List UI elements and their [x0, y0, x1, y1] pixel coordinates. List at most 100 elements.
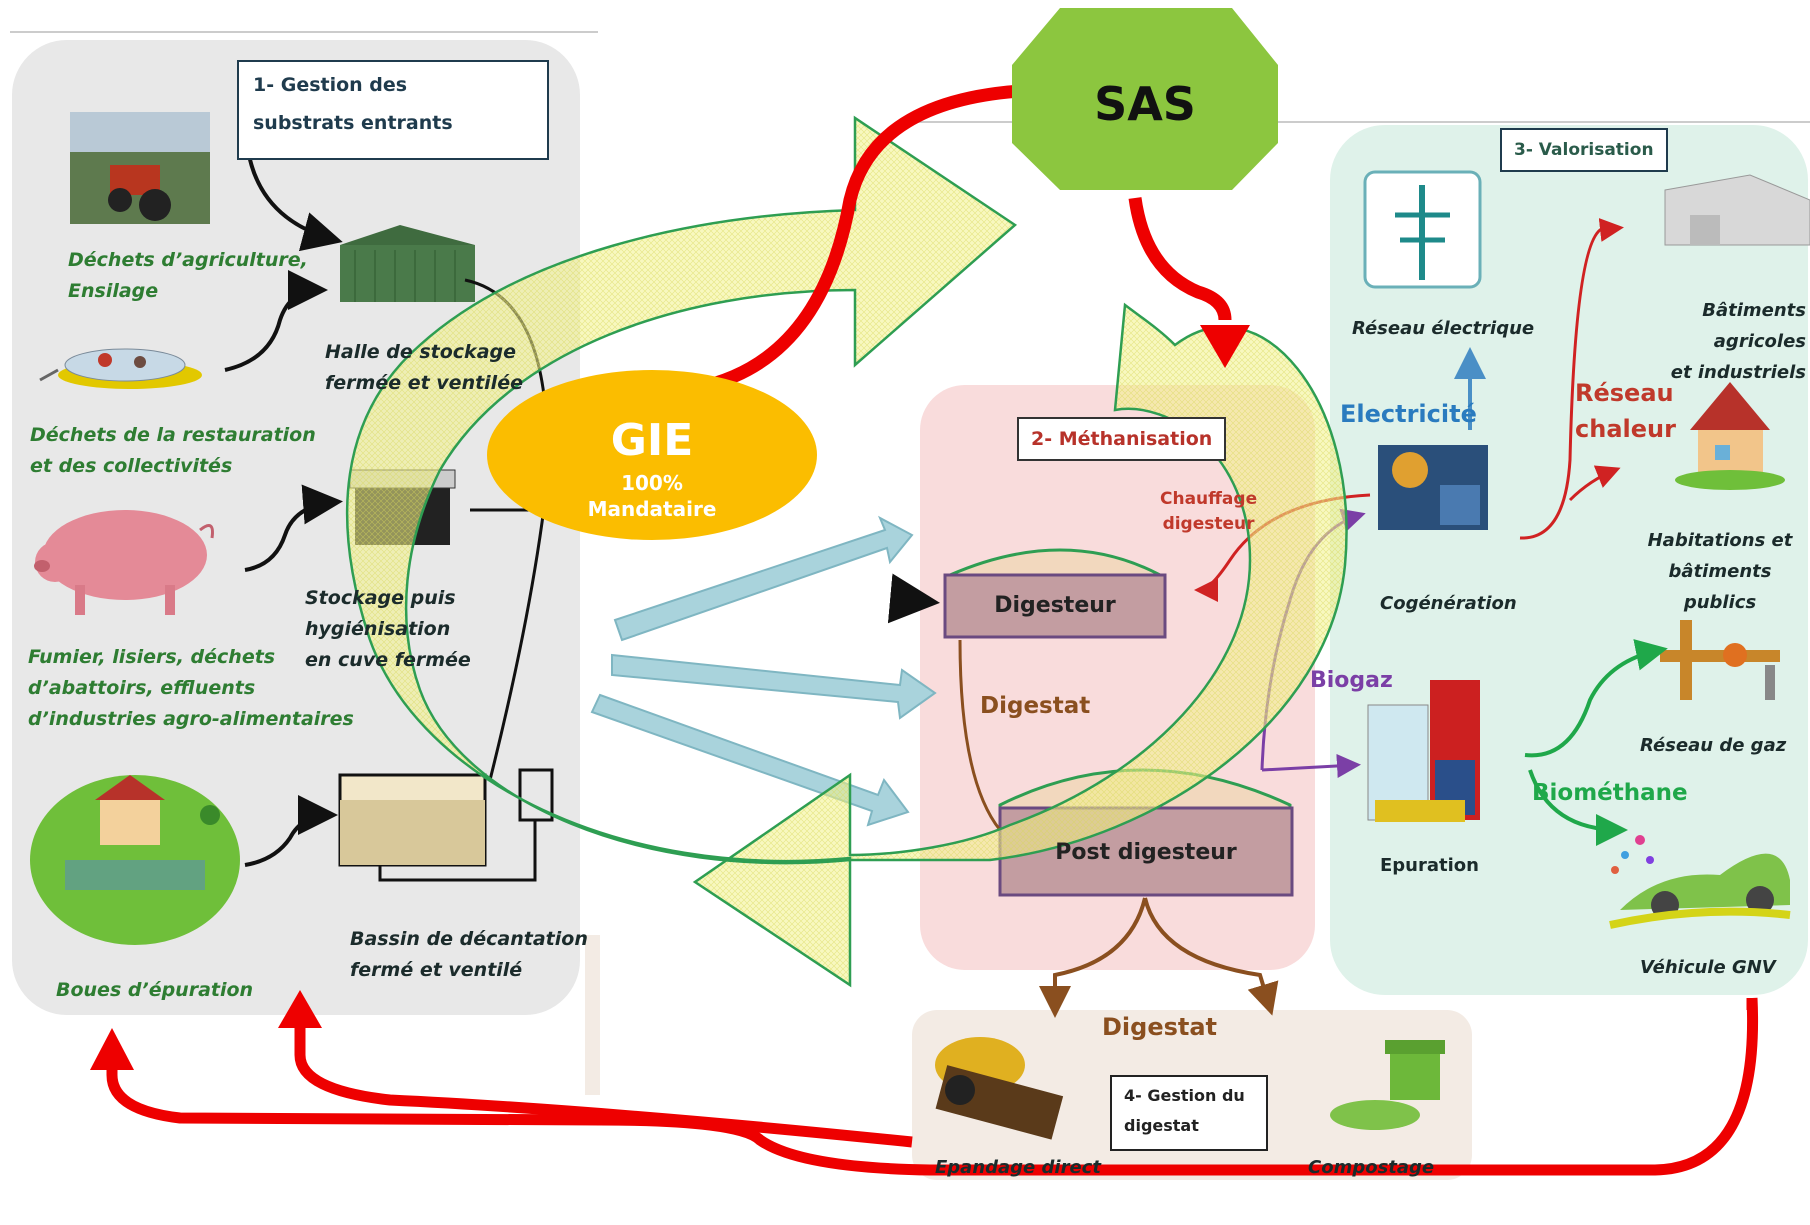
storage-label-line: Halle de stockage [325, 341, 517, 363]
pig-icon [34, 510, 214, 615]
reseau-chaleur-line: Réseau [1575, 379, 1674, 407]
biogaz-label: Biogaz [1310, 668, 1393, 693]
cogeneration-label: Cogénération [1380, 593, 1517, 614]
epandage-label: Epandage direct [935, 1157, 1101, 1178]
digestat-arrow-right [1143, 897, 1279, 1016]
input-arrow-cyan [611, 653, 937, 720]
input-arrow [887, 573, 940, 624]
reseau-electrique-label: Réseau électrique [1352, 318, 1535, 339]
input-label-boues: Boues d’épuration [56, 975, 253, 1006]
purification-unit-icon [1367, 680, 1480, 822]
heat-arrow-mid [1568, 465, 1621, 502]
epuration-label: Epuration [1380, 855, 1479, 876]
reseau-chaleur-line: chaleur [1575, 415, 1676, 443]
storage-label-line: Bassin de décantation [350, 928, 588, 950]
input-label-line: Ensilage [68, 280, 159, 302]
chauffage-label: Chauffage digesteur [1160, 487, 1257, 537]
section4-title-line1: 4- Gestion du [1124, 1086, 1245, 1105]
gie-to-sas-arrow [684, 83, 1041, 397]
sas-to-digester-arrow [1128, 197, 1232, 321]
post-digesteur-label: Post digesteur [1055, 840, 1237, 865]
section3-title: 3- Valorisation [1500, 128, 1668, 172]
input-label-line: Fumier, lisiers, déchets [28, 646, 276, 668]
section4-title-line2: digestat [1124, 1116, 1199, 1135]
storage-label-line: fermée et ventilée [325, 372, 523, 394]
input-label-line: Boues d’épuration [56, 979, 254, 1001]
storage-label-halle: Halle de stockage fermée et ventilée [325, 337, 523, 399]
car-icon [1609, 835, 1791, 929]
storage-label-line: fermé et ventilé [350, 959, 523, 981]
section1-title: 1- Gestion des substrats entrants [237, 60, 549, 160]
storage-label-bassin: Bassin de décantation fermé et ventilé [350, 924, 588, 986]
return-arrowhead-left [90, 1028, 134, 1070]
digestat-label: Digestat [980, 693, 1091, 719]
gie-line2: Mandataire [588, 497, 717, 521]
compostage-label: Compostage [1308, 1157, 1435, 1178]
input-label-line: Déchets d’agriculture, [68, 249, 308, 271]
habitations-line: Habitations et [1647, 530, 1793, 551]
gie-line1: 100% [621, 471, 683, 495]
section4-title: 4- Gestion du digestat [1110, 1075, 1268, 1151]
chauffage-line: Chauffage [1160, 489, 1258, 509]
compost-icon [1330, 1040, 1445, 1130]
decantation-basin-icon [338, 768, 554, 882]
electricite-label: Electricité [1340, 400, 1477, 428]
batiments-line: et industriels [1670, 362, 1806, 383]
input-label-line: Déchets de la restauration [30, 424, 316, 446]
flow-arrow [244, 795, 338, 867]
sas-label: SAS [1094, 77, 1196, 131]
return-arrow-bottom [106, 997, 1759, 1176]
sas-octagon [1012, 8, 1278, 190]
storage-label-line: Stockage puis [305, 587, 456, 609]
reseau-gaz-label: Réseau de gaz [1640, 735, 1787, 756]
input-label-agriculture: Déchets d’agriculture, Ensilage [68, 245, 308, 307]
input-label-restauration: Déchets de la restauration et des collec… [30, 420, 316, 482]
gie-title: GIE [611, 415, 694, 466]
digestat-arrow-left [1039, 897, 1147, 1018]
spreader-icon [935, 1037, 1064, 1140]
digesteur-box [943, 573, 1167, 639]
gie-ellipse [487, 370, 817, 540]
input-label-line: et des collectivités [30, 455, 233, 477]
input-label-line: d’abattoirs, effluents [28, 677, 256, 699]
panel-strip [585, 935, 600, 1095]
cogeneration-engine-icon [1378, 445, 1488, 530]
section2-title: 2- Méthanisation [1017, 417, 1227, 461]
warehouse-icon [1664, 174, 1810, 246]
habitations-label: Habitations et bâtiments publics [1630, 525, 1810, 618]
batiments-label: Bâtiments agricoles et industriels [1606, 295, 1806, 388]
storage-label-cuve: Stockage puis hygiénisation en cuve ferm… [305, 583, 471, 676]
biomethane-arrow [1528, 769, 1628, 846]
section4-digestat-label: Digestat [1102, 1013, 1218, 1041]
flow-arrow [224, 270, 328, 372]
plate-icon [39, 348, 202, 389]
digestat-flow [958, 639, 1002, 831]
house-icon [1675, 382, 1785, 490]
flow-arrow [246, 149, 343, 252]
section1-title-line1: 1- Gestion des [253, 74, 408, 96]
batiments-line: Bâtiments agricoles [1702, 300, 1806, 352]
vehicule-label: Véhicule GNV [1640, 957, 1776, 978]
biogaz-arrow [1261, 753, 1361, 778]
flow-arrow [244, 484, 343, 572]
habitations-line: bâtiments publics [1668, 561, 1772, 613]
biomethane-label: Biométhane [1532, 780, 1688, 806]
reseau-chaleur-label: Réseau chaleur [1575, 375, 1676, 447]
loop-arrow-left [345, 115, 1018, 865]
chauffage-line: digesteur [1162, 514, 1255, 534]
tractor-icon [70, 112, 210, 224]
return-arrowhead-mid [278, 990, 322, 1028]
section1-title-line2: substrats entrants [253, 112, 453, 134]
gas-network-icon [1660, 620, 1780, 700]
input-arrow-cyan [590, 693, 910, 827]
input-label-fumier: Fumier, lisiers, déchets d’abattoirs, ef… [28, 642, 354, 735]
pylon-icon [1363, 170, 1482, 289]
digesteur-label: Digesteur [994, 593, 1116, 618]
input-arrow-cyan [613, 515, 914, 642]
input-label-line: d’industries agro-alimentaires [28, 708, 354, 730]
storage-hall-icon [340, 225, 475, 302]
heat-arrow-top [1519, 218, 1624, 540]
gas-arrow [1524, 639, 1668, 758]
storage-label-line: en cuve fermée [305, 649, 471, 671]
